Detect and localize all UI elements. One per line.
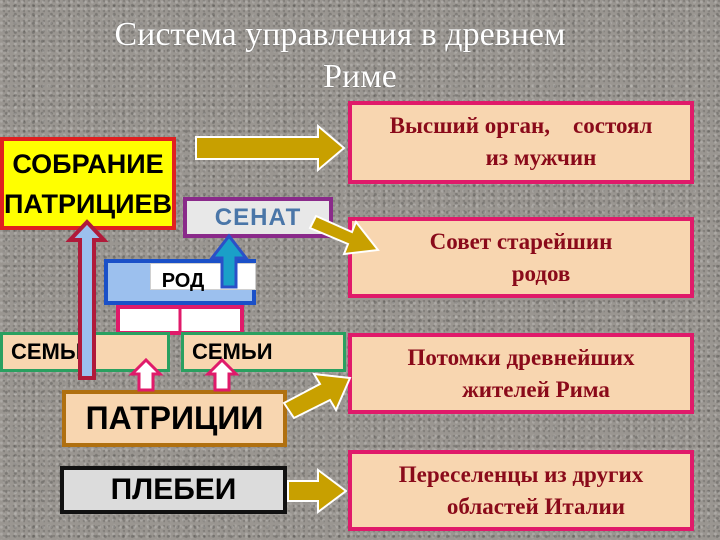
arrow-up-icon [65, 219, 109, 380]
description-line-1: Переселенцы из других [398, 462, 644, 487]
sobranie-label-line-1: СОБРАНИЕ [12, 148, 164, 179]
description-box-senat: Совет старейшин родов [348, 217, 694, 298]
description-line-1: Потомки древнейших [407, 345, 635, 370]
arrow-diagonal-icon [282, 372, 352, 420]
title-line-1: Система управления в древнем [114, 16, 566, 53]
description-line-1: Высший орган, состоял [389, 113, 653, 138]
arrow-right-icon [287, 468, 348, 514]
rod-label-wrap: РОД [150, 263, 256, 299]
description-line-1: Совет старейшин [429, 229, 613, 254]
title-line-2: Риме [323, 58, 397, 95]
senat-label: СЕНАТ [214, 203, 302, 231]
description-line-2: жителей Рима [462, 377, 610, 402]
senat-box: СЕНАТ [183, 197, 333, 238]
arrow-up-icon [128, 357, 164, 392]
rod-label: РОД [161, 269, 205, 292]
description-line-2: из мужчин [485, 145, 597, 170]
description-line-2: родов [511, 261, 571, 286]
page-title: Система управления в древнем Риме [0, 14, 680, 98]
rod-inner-panel [150, 263, 256, 290]
semyi-right-box: СЕМЬИ [181, 332, 346, 372]
arrow-up-icon [208, 233, 250, 289]
patricii-box: ПАТРИЦИИ [62, 390, 287, 447]
sobranie-patriciev-box: СОБРАНИЕ ПАТРИЦИЕВ [0, 137, 176, 230]
description-line-2: областей Италии [446, 494, 626, 519]
description-box-plebei: Переселенцы из других областей Италии [348, 450, 694, 531]
arrow-right-icon [195, 123, 346, 173]
sobranie-label-line-2: ПАТРИЦИЕВ [3, 188, 173, 219]
arrow-up-icon [204, 357, 240, 392]
patricii-label: ПАТРИЦИИ [85, 400, 264, 436]
plebei-box: ПЛЕБЕИ [60, 466, 287, 514]
description-box-sobranie: Высший орган, состоял из мужчин [348, 101, 694, 184]
arrow-diagonal-icon [308, 214, 380, 256]
semyi-right-label: СЕМЬИ [192, 339, 273, 364]
description-box-patricii: Потомки древнейших жителей Рима [348, 333, 694, 414]
plebei-label: ПЛЕБЕИ [110, 473, 237, 506]
